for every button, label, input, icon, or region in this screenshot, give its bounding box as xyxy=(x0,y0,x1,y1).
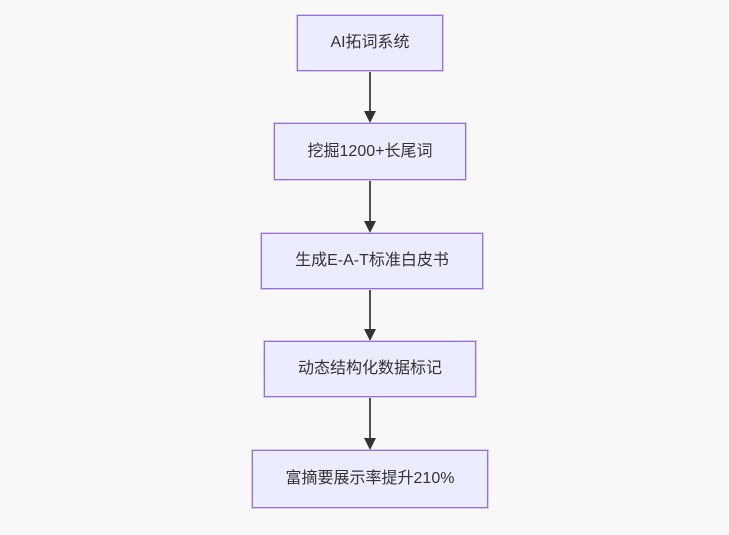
flow-node-ai-keyword-system: AI拓词系统 xyxy=(297,15,443,71)
flow-node-label: 挖掘1200+长尾词 xyxy=(307,142,433,160)
flow-node-label: 动态结构化数据标记 xyxy=(297,360,442,378)
flow-node-rich-snippet-result: 富摘要展示率提升210% xyxy=(252,450,488,508)
flow-node-label: AI拓词系统 xyxy=(330,34,410,52)
flow-node-label: 生成E-A-T标准白皮书 xyxy=(295,252,449,270)
flow-node-eat-whitepaper: 生成E-A-T标准白皮书 xyxy=(261,233,483,289)
flow-node-longtail-mining: 挖掘1200+长尾词 xyxy=(274,123,466,180)
flow-node-structured-data: 动态结构化数据标记 xyxy=(264,341,476,397)
flow-node-label: 富摘要展示率提升210% xyxy=(285,470,455,488)
